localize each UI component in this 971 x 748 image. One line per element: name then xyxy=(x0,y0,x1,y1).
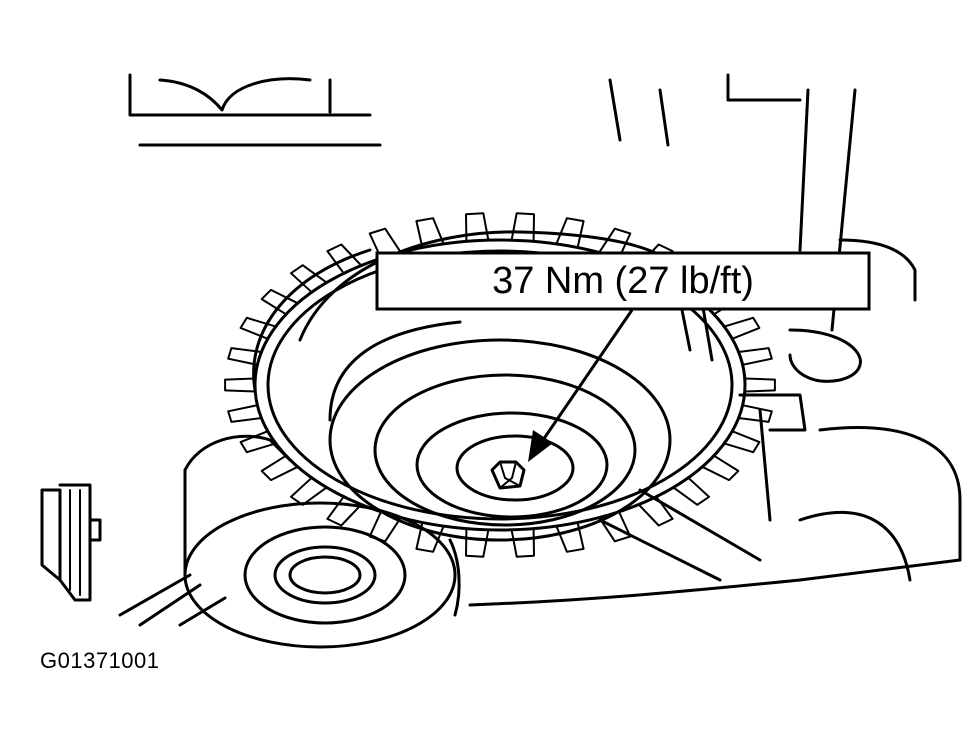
sprocket-tooth xyxy=(260,454,299,482)
sprocket-tooth xyxy=(224,377,257,393)
sprocket-tooth xyxy=(598,510,632,543)
sprocket-tooth xyxy=(227,347,263,366)
sprocket-tooth xyxy=(555,521,585,553)
callout-label: 37 Nm (27 lb/ft) xyxy=(492,260,754,302)
sprocket-tooth xyxy=(737,347,773,366)
sprocket-tooth xyxy=(239,316,277,340)
sprocket-tooth xyxy=(465,212,490,243)
sprocket-tooth xyxy=(737,404,773,423)
torque-callout: 37 Nm (27 lb/ft) xyxy=(375,251,871,311)
tensioner-pulley xyxy=(118,434,461,649)
sprocket-tooth xyxy=(701,454,740,482)
sprocket-tooth xyxy=(723,430,761,454)
leader-arrow xyxy=(528,309,634,462)
sprocket-tooth xyxy=(723,316,761,340)
sprocket-tooth xyxy=(290,476,328,506)
sprocket-tooth xyxy=(510,527,535,558)
figure-id: G01371001 xyxy=(40,648,160,673)
camshaft-sprocket xyxy=(252,230,747,542)
sprocket-tooth xyxy=(326,495,363,527)
engine-housing-outline xyxy=(128,73,962,607)
sprocket-tooth xyxy=(227,404,263,423)
sprocket-tooth xyxy=(672,476,710,506)
sprocket-tooth xyxy=(368,227,402,260)
sprocket-tooth xyxy=(415,217,445,249)
sprocket-tooth xyxy=(510,212,535,243)
sprocket-tooth xyxy=(260,288,299,316)
left-bracket xyxy=(40,483,102,602)
sprocket-bolt xyxy=(490,460,526,490)
sprocket-tooth xyxy=(465,527,490,558)
sprocket-tooth xyxy=(637,495,674,527)
sprocket-tooth xyxy=(743,377,776,393)
callout-box xyxy=(375,251,871,311)
